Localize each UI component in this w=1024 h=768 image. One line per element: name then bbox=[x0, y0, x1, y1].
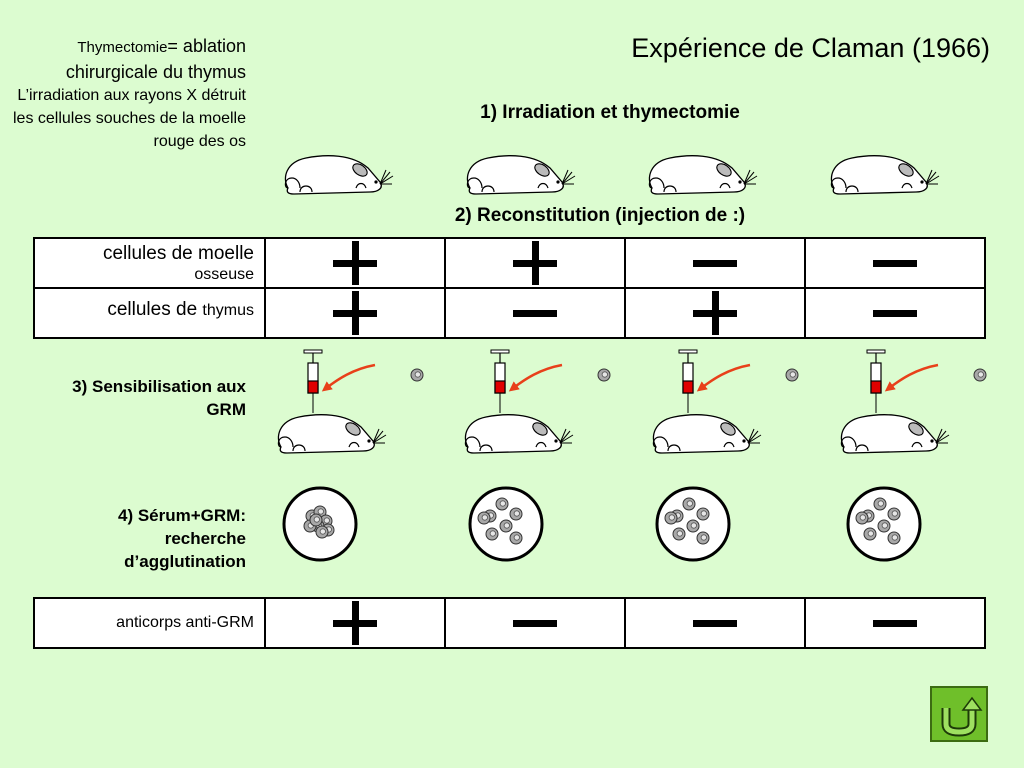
step-2-heading: 2) Reconstitution (injection de :) bbox=[454, 205, 746, 226]
mouse-icon bbox=[464, 414, 574, 454]
return-arrow-icon bbox=[941, 696, 983, 737]
mouse-icon bbox=[284, 155, 394, 195]
red-blood-cell-icon bbox=[477, 511, 491, 525]
agglutination-row bbox=[282, 486, 922, 562]
injection-arrow bbox=[508, 363, 563, 392]
red-blood-cell-icon bbox=[696, 531, 710, 545]
cell-moelle-1 bbox=[264, 237, 446, 289]
result-table: anticorps anti-GRM bbox=[33, 597, 986, 649]
reconstitution-table: cellules de moelle osseuse cellules de t… bbox=[33, 237, 986, 339]
red-blood-cell-icon bbox=[785, 368, 799, 382]
red-blood-cell-icon bbox=[672, 527, 686, 541]
cell-moelle-2 bbox=[444, 237, 626, 289]
red-blood-cell-icon bbox=[696, 507, 710, 521]
petri-dish-icon bbox=[655, 486, 731, 562]
row-label-anticorps: anticorps anti-GRM bbox=[33, 597, 266, 649]
cell-thymus-3 bbox=[624, 287, 806, 339]
cell-moelle-4 bbox=[804, 237, 986, 289]
red-blood-cell-icon bbox=[973, 368, 987, 382]
definition-note: Thymectomie= ablation chirurgicale du th… bbox=[10, 34, 246, 153]
thymectomie-term: Thymectomie bbox=[77, 39, 168, 56]
red-blood-cell-icon bbox=[597, 368, 611, 382]
cell-thymus-1 bbox=[264, 287, 446, 339]
red-blood-cell-icon bbox=[485, 527, 499, 541]
red-blood-cell-icon bbox=[887, 507, 901, 521]
petri-dish-icon bbox=[282, 486, 358, 562]
petri-dish-icon bbox=[846, 486, 922, 562]
petri-dish-icon bbox=[468, 486, 544, 562]
cell-moelle-3 bbox=[624, 237, 806, 289]
syringe-icon bbox=[303, 349, 323, 413]
red-blood-cell-icon bbox=[499, 519, 513, 533]
table-row: cellules de thymus bbox=[33, 287, 986, 339]
thymectomie-definition: = ablation chirurgicale du thymus bbox=[65, 36, 246, 82]
red-blood-cell-icon bbox=[873, 497, 887, 511]
mouse-icon bbox=[652, 414, 762, 454]
page-title: Expérience de Claman (1966) bbox=[631, 33, 990, 63]
red-blood-cell-icon bbox=[309, 513, 323, 527]
cell-result-4 bbox=[804, 597, 986, 649]
red-blood-cell-icon bbox=[509, 531, 523, 545]
mouse-icon bbox=[277, 414, 387, 454]
sensitization-row bbox=[277, 349, 987, 454]
red-blood-cell-icon bbox=[877, 519, 891, 533]
table-row: cellules de moelle osseuse bbox=[33, 237, 986, 289]
red-blood-cell-icon bbox=[495, 497, 509, 511]
table-row: anticorps anti-GRM bbox=[33, 597, 986, 649]
row-label-thymus: cellules de thymus bbox=[33, 287, 266, 339]
red-blood-cell-icon bbox=[887, 531, 901, 545]
return-button[interactable] bbox=[930, 686, 988, 742]
row-label-moelle: cellules de moelle osseuse bbox=[33, 237, 266, 289]
step-3-heading: 3) Sensibilisation aux GRM bbox=[72, 377, 246, 419]
red-blood-cell-icon bbox=[686, 519, 700, 533]
cell-result-2 bbox=[444, 597, 626, 649]
syringe-icon bbox=[678, 349, 698, 413]
mouse-icon bbox=[830, 155, 940, 195]
red-blood-cell-icon bbox=[682, 497, 696, 511]
cell-thymus-2 bbox=[444, 287, 626, 339]
mouse-icon bbox=[648, 155, 758, 195]
cell-result-1 bbox=[264, 597, 446, 649]
syringe-icon bbox=[866, 349, 886, 413]
red-blood-cell-icon bbox=[664, 511, 678, 525]
red-blood-cell-icon bbox=[863, 527, 877, 541]
cell-thymus-4 bbox=[804, 287, 986, 339]
mouse-icon bbox=[840, 414, 950, 454]
cell-result-3 bbox=[624, 597, 806, 649]
red-blood-cell-icon bbox=[410, 368, 424, 382]
red-blood-cell-icon bbox=[855, 511, 869, 525]
injection-arrow bbox=[696, 363, 751, 392]
injection-arrow bbox=[321, 363, 376, 392]
syringe-icon bbox=[490, 349, 510, 413]
injection-arrow bbox=[884, 363, 939, 392]
mouse-icon bbox=[466, 155, 576, 195]
step-4-heading: 4) Sérum+GRM: recherche d’agglutination bbox=[118, 506, 246, 571]
irradiation-note: L’irradiation aux rayons X détruit les c… bbox=[12, 87, 246, 150]
step-1-heading: 1) Irradiation et thymectomie bbox=[480, 102, 740, 123]
red-blood-cell-icon bbox=[315, 525, 329, 539]
red-blood-cell-icon bbox=[509, 507, 523, 521]
irradiated-mice-row bbox=[284, 155, 940, 195]
